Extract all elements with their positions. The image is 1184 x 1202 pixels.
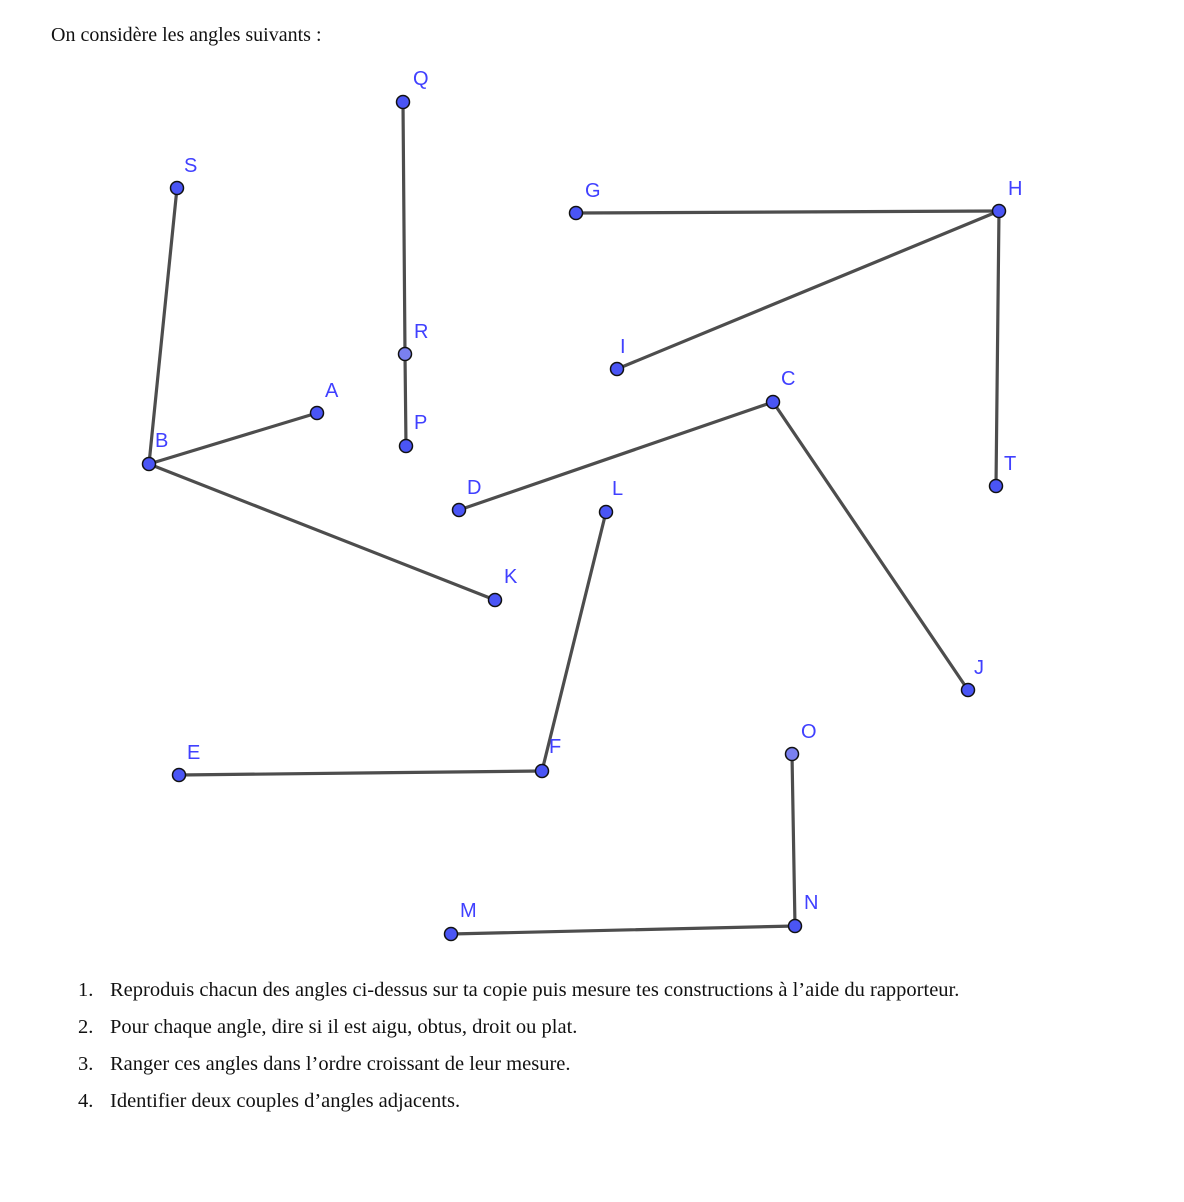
point-label-E: E bbox=[187, 742, 200, 764]
questions-list: 1. Reproduis chacun des angles ci-dessus … bbox=[78, 976, 1148, 1124]
point-E bbox=[171, 767, 187, 783]
question-number: 1. bbox=[78, 979, 94, 1001]
segment-FE bbox=[177, 769, 544, 777]
segment-RP bbox=[403, 352, 408, 448]
point-label-O: O bbox=[801, 721, 817, 743]
point-F bbox=[534, 763, 550, 779]
segment-HI bbox=[615, 209, 1001, 371]
segment-QR bbox=[401, 100, 407, 356]
point-D bbox=[451, 502, 467, 518]
point-I bbox=[609, 361, 625, 377]
segment-LF bbox=[540, 510, 608, 773]
segment-HT bbox=[994, 209, 1001, 488]
point-P bbox=[398, 438, 414, 454]
point-K bbox=[487, 592, 503, 608]
segment-CJ bbox=[771, 400, 970, 692]
point-label-D: D bbox=[467, 477, 481, 499]
question-item: 2. Pour chaque angle, dire si il est aigu… bbox=[78, 1013, 1148, 1042]
point-label-P: P bbox=[414, 412, 427, 434]
question-text: Identifier deux couples d’angles adjacen… bbox=[110, 1090, 461, 1112]
point-label-S: S bbox=[184, 155, 197, 177]
point-label-I: I bbox=[620, 336, 626, 358]
point-C bbox=[765, 394, 781, 410]
point-M bbox=[443, 926, 459, 942]
question-text: Ranger ces angles dans l’ordre croissant… bbox=[110, 1053, 571, 1075]
intro-text: On considère les angles suivants : bbox=[51, 24, 322, 46]
point-label-G: G bbox=[585, 180, 601, 202]
point-label-A: A bbox=[325, 380, 339, 402]
question-text: Reproduis chacun des angles ci-dessus su… bbox=[110, 979, 960, 1001]
segment-GH bbox=[574, 209, 1001, 215]
question-item: 4. Identifier deux couples d’angles adjac… bbox=[78, 1087, 1148, 1116]
point-label-Q: Q bbox=[413, 68, 429, 90]
point-S bbox=[169, 180, 185, 196]
point-J bbox=[960, 682, 976, 698]
point-A bbox=[309, 405, 325, 421]
point-N bbox=[787, 918, 803, 934]
point-B bbox=[141, 456, 157, 472]
point-label-C: C bbox=[781, 368, 795, 390]
point-G bbox=[568, 205, 584, 221]
point-label-J: J bbox=[974, 657, 984, 679]
question-number: 2. bbox=[78, 1016, 94, 1038]
segment-BA bbox=[147, 411, 319, 466]
segment-BK bbox=[147, 462, 497, 602]
point-label-F: F bbox=[549, 736, 561, 758]
question-item: 3. Ranger ces angles dans l’ordre croissa… bbox=[78, 1050, 1148, 1079]
point-O bbox=[784, 746, 800, 762]
point-label-R: R bbox=[414, 321, 428, 343]
point-label-T: T bbox=[1004, 453, 1016, 475]
point-Q bbox=[395, 94, 411, 110]
point-R bbox=[397, 346, 413, 362]
point-label-K: K bbox=[504, 566, 518, 588]
point-T bbox=[988, 478, 1004, 494]
question-number: 3. bbox=[78, 1053, 94, 1075]
question-text: Pour chaque angle, dire si il est aigu, … bbox=[110, 1016, 578, 1038]
point-label-M: M bbox=[460, 900, 477, 922]
segment-ON bbox=[790, 752, 797, 928]
segment-NM bbox=[449, 924, 797, 936]
point-label-B: B bbox=[155, 430, 168, 452]
point-label-N: N bbox=[804, 892, 818, 914]
point-H bbox=[991, 203, 1007, 219]
question-item: 1. Reproduis chacun des angles ci-dessus … bbox=[78, 976, 1148, 1005]
angles-figure: Q S G H R I A C P B T D L K J E F O N M bbox=[141, 68, 1022, 942]
question-number: 4. bbox=[78, 1090, 94, 1112]
segment-SB bbox=[147, 186, 179, 466]
point-L bbox=[598, 504, 614, 520]
point-label-L: L bbox=[612, 478, 623, 500]
point-label-H: H bbox=[1008, 178, 1022, 200]
segment-DC bbox=[457, 400, 775, 512]
